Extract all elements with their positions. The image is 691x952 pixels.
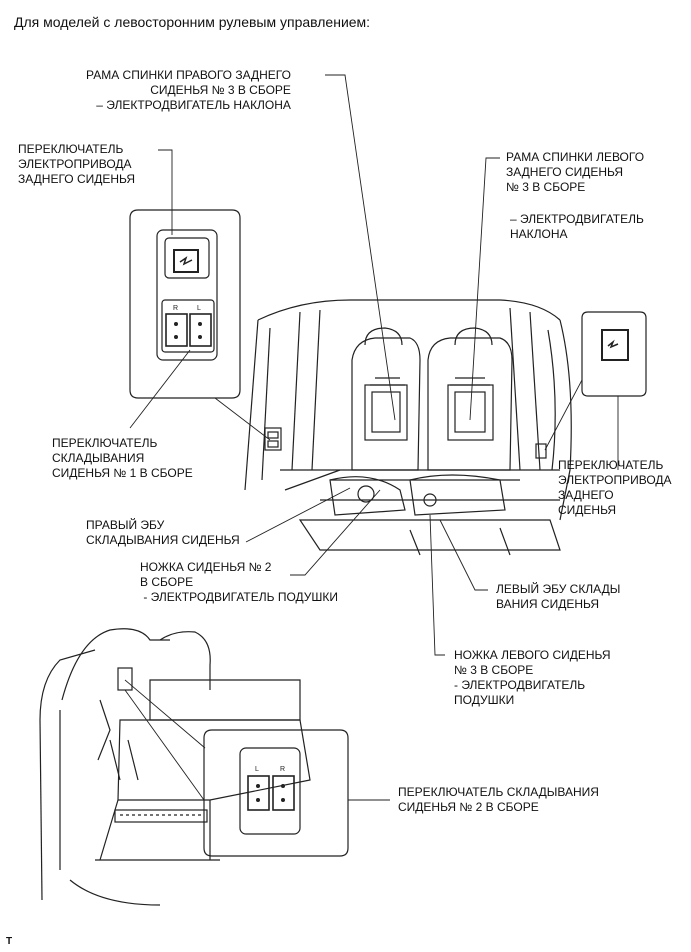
label-right-fold-ecu: ПРАВЫЙ ЭБУ СКЛАДЫВАНИЯ СИДЕНЬЯ bbox=[86, 518, 240, 547]
page-title: Для моделей с левосторонним рулевым упра… bbox=[14, 14, 371, 30]
label-left-seat-leg-3: НОЖКА ЛЕВОГО СИДЕНЬЯ № 3 В СБОРЕ - ЭЛЕКТ… bbox=[454, 648, 611, 707]
switch-glyphs bbox=[174, 256, 619, 802]
label-left-seatback-motor: – ЭЛЕКТРОДВИГАТЕЛЬ НАКЛОНА bbox=[510, 212, 644, 241]
fold-switch-2-zoom bbox=[203, 729, 349, 857]
label-seat-leg-2: НОЖКА СИДЕНЬЯ № 2 В СБОРЕ - ЭЛЕКТРОДВИГА… bbox=[140, 560, 339, 604]
label-rear-power-switch-right: ПЕРЕКЛЮЧАТЕЛЬ ЭЛЕКТРОПРИВОДА ЗАДНЕГО СИД… bbox=[558, 458, 672, 517]
switch-letter-l-top: L bbox=[197, 305, 201, 312]
vehicle-interior-drawing bbox=[244, 299, 572, 556]
label-left-seatback-frame: РАМА СПИНКИ ЛЕВОГО ЗАДНЕГО СИДЕНЬЯ № 3 В… bbox=[506, 150, 645, 194]
cargo-area-drawing bbox=[39, 628, 311, 906]
label-fold-switch-1: ПЕРЕКЛЮЧАТЕЛЬ СКЛАДЫВАНИЯ СИДЕНЬЯ № 1 В … bbox=[52, 436, 193, 480]
leader-lines bbox=[124, 74, 619, 801]
switch-letter-l-bottom: L bbox=[255, 766, 259, 773]
switch-letter-r-bottom: R bbox=[280, 766, 285, 773]
rear-power-switch-right-zoom bbox=[581, 311, 647, 397]
label-left-fold-ecu: ЛЕВЫЙ ЭБУ СКЛАДЫ ВАНИЯ СИДЕНЬЯ bbox=[496, 582, 621, 611]
footer-mark: T bbox=[6, 936, 13, 947]
rear-power-switch-zoom bbox=[129, 209, 241, 399]
label-fold-switch-2: ПЕРЕКЛЮЧАТЕЛЬ СКЛАДЫВАНИЯ СИДЕНЬЯ № 2 В … bbox=[398, 785, 599, 814]
label-rear-power-switch-left: ПЕРЕКЛЮЧАТЕЛЬ ЭЛЕКТРОПРИВОДА ЗАДНЕГО СИД… bbox=[18, 142, 136, 186]
label-right-seatback-frame: РАМА СПИНКИ ПРАВОГО ЗАДНЕГО СИДЕНЬЯ № 3 … bbox=[86, 68, 291, 112]
switch-letter-r-top: R bbox=[173, 305, 178, 312]
